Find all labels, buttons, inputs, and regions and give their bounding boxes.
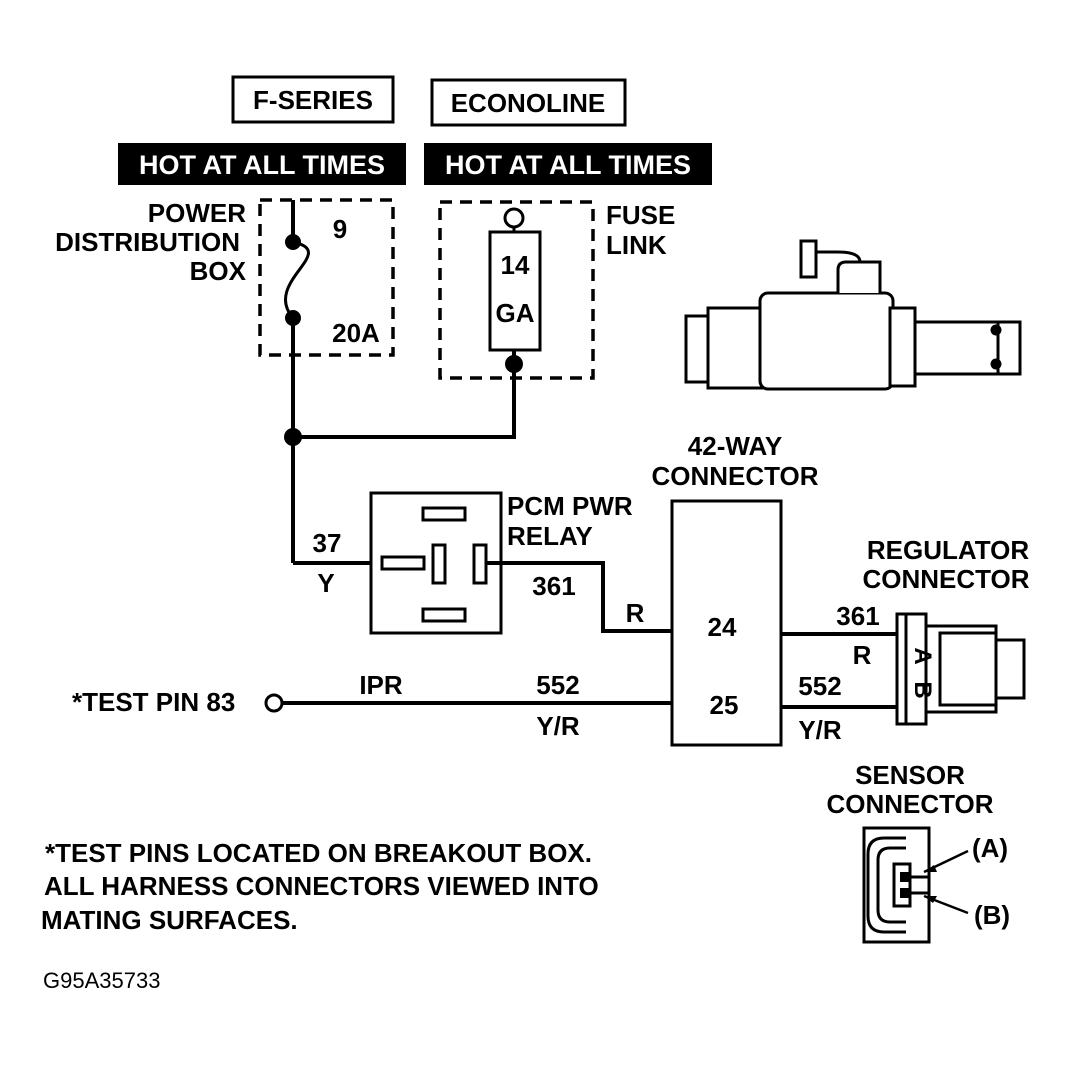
pcm-power-relay: PCM PWR RELAY [369,491,633,635]
regulator-pin-b: B [909,681,936,698]
pin-25-label: 25 [710,690,739,720]
power-feed-wires: 37 Y [284,318,516,598]
connector-42-label-line1: 42-WAY [688,431,782,461]
wire-361-label-b: 361 [836,601,879,631]
wire-552-label-b: 552 [798,671,841,701]
hot-at-all-times-left: HOT AT ALL TIMES [118,143,406,185]
wire-r-label-b: R [853,640,872,670]
f-series-header: F-SERIES [231,75,395,124]
regulator-illustration [684,239,1022,391]
wire-552-label-a: 552 [536,670,579,700]
fuse-symbol [284,200,310,326]
pdb-label-line2: DISTRIBUTION [55,227,240,257]
wire-r-label-a: R [626,598,645,628]
sensor-connector-label-line1: SENSOR [855,760,965,790]
note-line3: MATING SURFACES. [41,905,298,935]
connector-42-label-line2: CONNECTOR [651,461,818,491]
sensor-pin-b-label: (B) [974,900,1010,930]
figure-code: G95A35733 [43,968,160,993]
pin-24-label: 24 [708,612,737,642]
ipr-label: IPR [359,670,403,700]
regulator-wires: 361 R 552 Y/R [781,601,897,745]
pdb-label-line1: POWER [148,198,246,228]
econoline-label: ECONOLINE [451,88,606,118]
regulator-connector: REGULATOR CONNECTOR A B [862,535,1030,726]
regulator-pin-a: A [909,647,936,664]
sensor-connector: SENSOR CONNECTOR (A) (B) [826,760,1010,944]
fuse-link-label-line1: FUSE [606,200,675,230]
42-way-connector: 42-WAY CONNECTOR 24 25 [651,431,819,747]
fuse-link-ga-label: GA [496,298,535,328]
fuse-link-14-label: 14 [501,250,530,280]
note-line1: *TEST PINS LOCATED ON BREAKOUT BOX. [45,838,592,868]
test-pin-label: *TEST PIN 83 [72,687,235,717]
econoline-header: ECONOLINE [430,78,627,127]
relay-label-line1: PCM PWR [507,491,633,521]
pdb-label-line3: BOX [190,256,247,286]
wire-37-label: 37 [313,528,342,558]
regulator-connector-label-line2: CONNECTOR [862,564,1029,594]
hot-right-label: HOT AT ALL TIMES [445,150,691,180]
test-pin-terminal [264,693,284,713]
fuse-link-box: FUSE LINK 14 GA [438,200,675,380]
note-line2: ALL HARNESS CONNECTORS VIEWED INTO [44,871,599,901]
wire-361-relay-out: 361 R [486,561,672,633]
wire-yr-label-a: Y/R [536,711,580,741]
splice-junction [284,428,302,446]
fuse-number-label: 9 [333,214,347,244]
fuse-link-label-line2: LINK [606,230,667,260]
sensor-pin-a-label: (A) [972,833,1008,863]
hot-left-label: HOT AT ALL TIMES [139,150,385,180]
f-series-label: F-SERIES [253,85,373,115]
wire-y-label: Y [317,568,334,598]
regulator-connector-label-line1: REGULATOR [867,535,1029,565]
fuse-amperage-label: 20A [332,318,380,348]
notes: *TEST PINS LOCATED ON BREAKOUT BOX. ALL … [41,838,599,993]
power-distribution-box: POWER DISTRIBUTION BOX 9 20A [55,198,395,357]
relay-label-line2: RELAY [507,521,593,551]
wire-361-label-a: 361 [532,571,575,601]
hot-at-all-times-right: HOT AT ALL TIMES [424,143,712,185]
wire-yr-label-b: Y/R [798,715,842,745]
sensor-connector-label-line2: CONNECTOR [826,789,993,819]
test-pin-83-circuit: *TEST PIN 83 IPR 552 Y/R [72,670,672,741]
